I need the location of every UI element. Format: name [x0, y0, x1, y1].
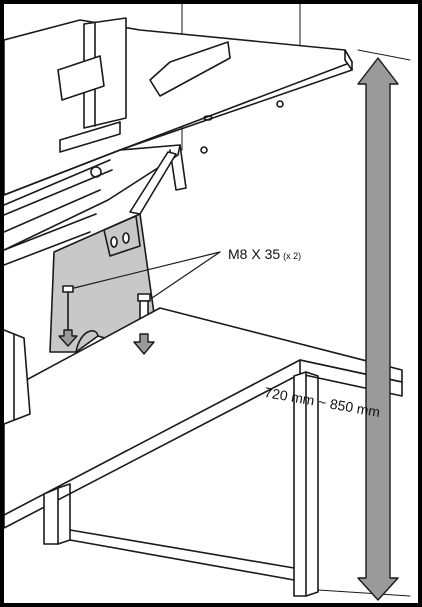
bolt-spec-label: M8 X 35(x 2)	[228, 246, 301, 262]
bolt-spec-text: M8 X 35	[228, 246, 281, 262]
diagonal-brace	[129, 151, 177, 215]
arrow-down-right-icon	[133, 333, 155, 355]
dimension-top-line	[357, 49, 411, 61]
arrow-down-left-icon	[58, 329, 78, 347]
bolt-left	[62, 285, 74, 331]
machine-beam	[4, 17, 353, 266]
leader-line-right	[151, 251, 221, 299]
leader-line-left	[73, 251, 221, 289]
height-double-arrow-icon	[357, 57, 399, 601]
dimension-bottom-line	[317, 589, 411, 597]
bolt-quantity-text: (x 2)	[283, 251, 302, 261]
assembly-illustration	[4, 4, 411, 601]
